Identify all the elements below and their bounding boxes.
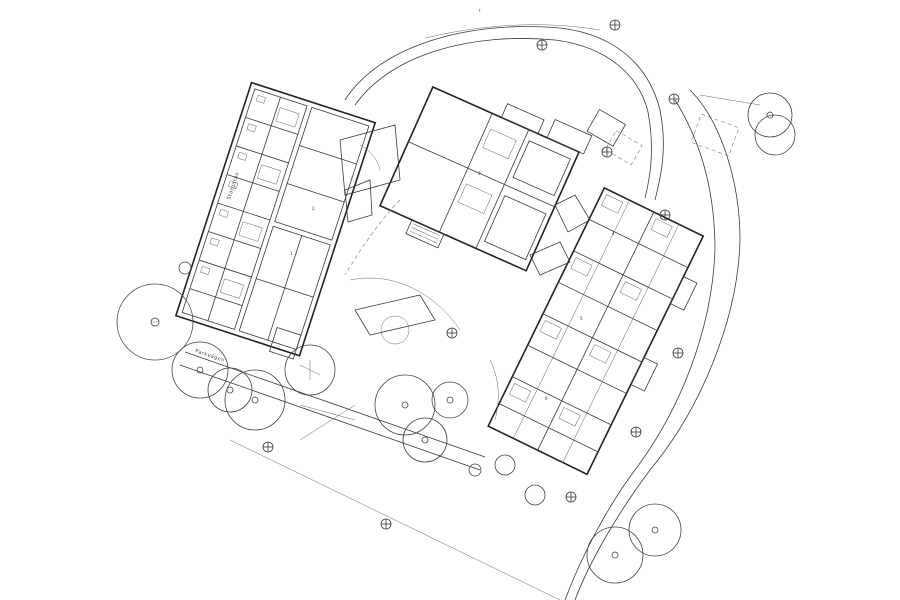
- survey-point: [668, 93, 680, 105]
- tree: [586, 526, 644, 584]
- courtyard: [299, 199, 499, 421]
- road-label-lower: Parkvägen: [194, 348, 225, 364]
- tree: [178, 261, 192, 275]
- room-label-1: 1: [290, 251, 293, 256]
- room-label-2: 2: [312, 206, 315, 211]
- tree: [207, 367, 253, 413]
- left-wing-building: [174, 81, 377, 360]
- tree: [754, 114, 796, 156]
- right-road: [564, 89, 761, 600]
- survey-point: [601, 146, 613, 158]
- survey-point: [630, 426, 642, 438]
- central-building: [378, 85, 593, 272]
- survey-point: [672, 347, 684, 359]
- connector-link: [339, 124, 401, 223]
- access-road: [344, 24, 664, 201]
- north-mark: ↑: [478, 8, 481, 13]
- survey-point: [659, 209, 671, 221]
- right-wing-building: [487, 186, 705, 476]
- lower-road: [179, 351, 561, 600]
- tree: [524, 484, 546, 506]
- room-label-5: 5: [580, 316, 583, 321]
- tree: [628, 503, 682, 557]
- tree: [468, 463, 482, 477]
- tree: [171, 341, 229, 399]
- survey-point: [609, 19, 621, 31]
- tree: [374, 374, 436, 436]
- room-label-6: 6: [545, 396, 548, 401]
- tree: [224, 369, 286, 431]
- survey-point: [565, 491, 577, 503]
- trees: [116, 92, 796, 584]
- connector-right: [529, 194, 591, 276]
- tree: [284, 344, 336, 396]
- room-label-3: 3: [478, 171, 481, 176]
- tree: [747, 92, 793, 138]
- outbuilding: [690, 113, 740, 157]
- tree: [402, 417, 448, 463]
- survey-point: [536, 39, 548, 51]
- tree: [116, 283, 194, 361]
- survey-point: [446, 327, 458, 339]
- shed: [586, 108, 643, 166]
- tree: [431, 381, 469, 419]
- survey-point: [380, 518, 392, 530]
- tree: [494, 454, 516, 476]
- room-label-4: 4: [612, 231, 615, 236]
- survey-point: [262, 441, 274, 453]
